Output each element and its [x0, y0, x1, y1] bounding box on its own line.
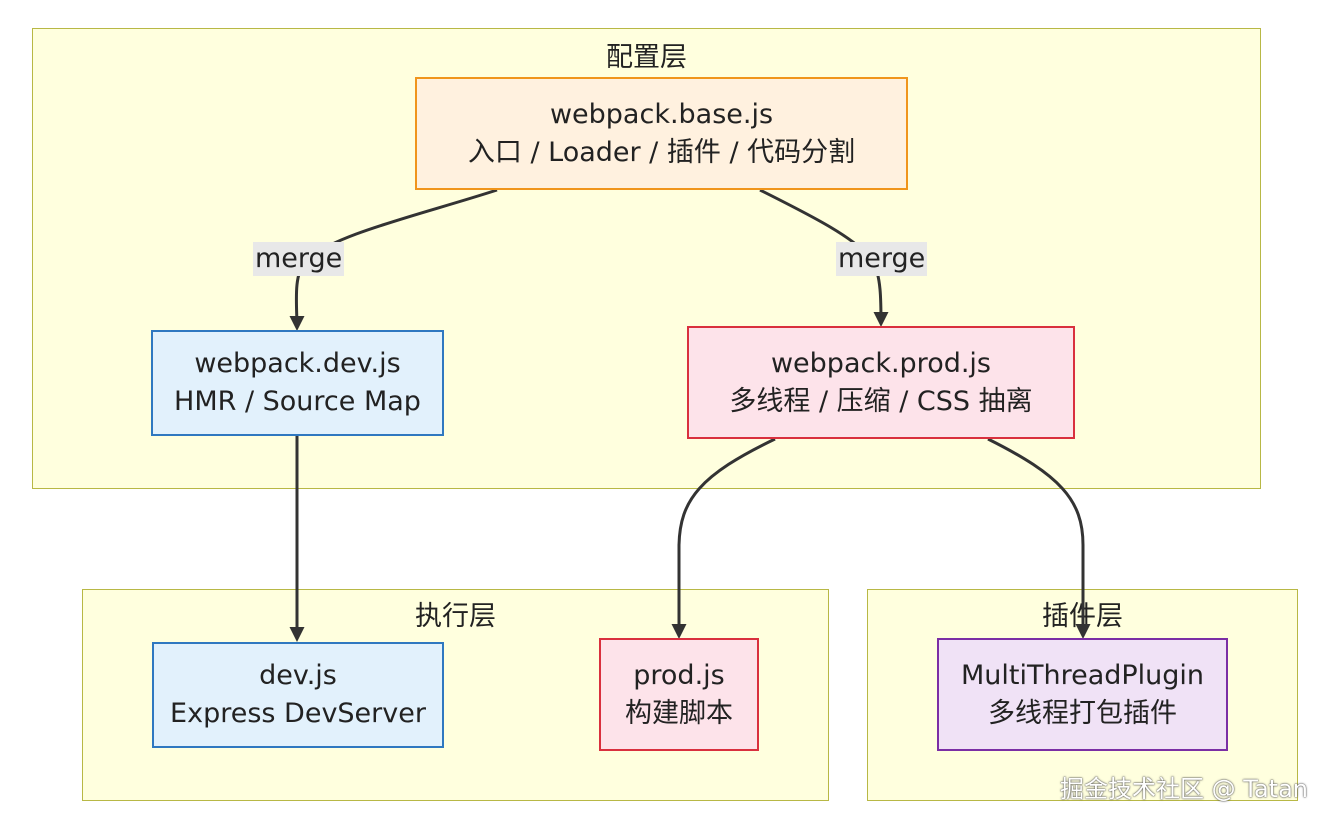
node-prod-js-title: prod.js [633, 659, 725, 691]
node-webpack-prod-desc: 多线程 / 压缩 / CSS 抽离 [729, 385, 1033, 417]
node-webpack-base-title: webpack.base.js [549, 98, 774, 130]
edge-label-base-to-dev: merge [253, 242, 345, 276]
node-prod-js-desc: 构建脚本 [625, 697, 733, 729]
node-multithread-plugin-desc: 多线程打包插件 [988, 697, 1177, 729]
node-multithread-plugin: MultiThreadPlugin 多线程打包插件 [937, 638, 1228, 751]
node-prod-js: prod.js 构建脚本 [599, 638, 759, 751]
node-dev-js-desc: Express DevServer [170, 698, 426, 729]
node-webpack-base: webpack.base.js 入口 / Loader / 插件 / 代码分割 [415, 77, 908, 190]
edge-label-base-to-prod: merge [836, 242, 928, 276]
node-webpack-dev-desc: HMR / Source Map [174, 386, 421, 417]
node-dev-js-title: dev.js [259, 660, 337, 691]
node-webpack-base-desc: 入口 / Loader / 插件 / 代码分割 [467, 136, 856, 168]
node-dev-js: dev.js Express DevServer [152, 642, 444, 748]
watermark: 掘金技术社区 @ Tatan [1060, 775, 1308, 803]
node-webpack-prod: webpack.prod.js 多线程 / 压缩 / CSS 抽离 [687, 326, 1075, 439]
node-multithread-plugin-title: MultiThreadPlugin [960, 659, 1205, 691]
plugin-layer-title: 插件层 [1042, 601, 1123, 632]
node-webpack-dev: webpack.dev.js HMR / Source Map [151, 330, 444, 436]
node-webpack-dev-title: webpack.dev.js [194, 348, 401, 379]
exec-layer-title: 执行层 [415, 601, 496, 632]
node-webpack-prod-title: webpack.prod.js [770, 347, 992, 379]
config-layer-title: 配置层 [606, 42, 687, 73]
